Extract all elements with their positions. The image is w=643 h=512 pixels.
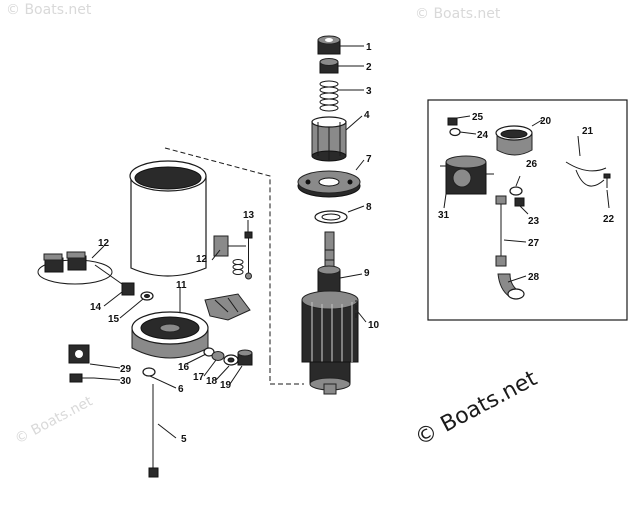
- callout-9: 9: [364, 268, 370, 279]
- callout-28: 28: [528, 272, 540, 283]
- part-frame-tube: [129, 160, 207, 277]
- callout-18: 18: [206, 376, 218, 387]
- watermark-faint-top-right: © Boats.net: [415, 6, 501, 22]
- callout-20: 20: [540, 116, 552, 127]
- part-brush-plate-11: [204, 293, 251, 321]
- part-spacer-2: [319, 58, 339, 74]
- part-screw-22: [603, 173, 611, 188]
- callout-12-spring: 12: [196, 254, 208, 265]
- part-pinion-4: [311, 116, 347, 162]
- callout-26: 26: [526, 159, 538, 170]
- part-brush-set-12: [37, 251, 123, 285]
- part-washer-6: [142, 367, 156, 377]
- callout-29: 29: [120, 364, 132, 375]
- part-nut-19: [237, 349, 253, 366]
- callout-16: 16: [178, 362, 190, 373]
- callout-25: 25: [472, 112, 484, 123]
- watermark-faint-top-left: © Boats.net: [6, 2, 92, 18]
- part-boot-28: [497, 273, 525, 300]
- part-washer-17: [211, 351, 225, 361]
- part-boot-20: [495, 125, 533, 156]
- part-washer-15: [140, 291, 154, 301]
- callout-17: 17: [193, 372, 205, 383]
- part-washer-26: [509, 186, 523, 196]
- part-armature-core-10: [301, 290, 359, 395]
- part-washer-18: [223, 354, 239, 366]
- part-nut-25: [447, 117, 458, 126]
- callout-30: 30: [120, 376, 132, 387]
- callout-21: 21: [582, 126, 594, 137]
- part-washer-16: [203, 347, 215, 357]
- assembly-dashed-lines: [164, 147, 357, 385]
- callout-5: 5: [181, 434, 187, 445]
- callout-4: 4: [364, 110, 370, 121]
- callout-27: 27: [528, 238, 540, 249]
- part-screw-30: [69, 373, 94, 383]
- part-nut-1: [317, 35, 341, 55]
- callout-6: 6: [178, 384, 184, 395]
- callout-23: 23: [528, 216, 540, 227]
- callout-19: 19: [220, 380, 232, 391]
- part-cable-27: [495, 195, 507, 267]
- part-washer-24: [449, 127, 461, 137]
- part-washer-8: [314, 210, 348, 224]
- part-drive-housing-7: [297, 170, 361, 198]
- part-screw-13: [244, 231, 253, 280]
- part-bracket-21: [565, 161, 607, 187]
- part-nut-23: [514, 197, 525, 207]
- part-through-bolt-5: [148, 384, 159, 478]
- leader-lines: [89, 45, 610, 439]
- part-bracket-29: [68, 344, 90, 364]
- part-clip-14: [121, 282, 135, 296]
- callout-13: 13: [243, 210, 255, 221]
- callout-8: 8: [366, 202, 372, 213]
- part-brush-spring-12b: [213, 235, 246, 275]
- callout-24: 24: [477, 130, 489, 141]
- watermark-faint-bottom-left: © Boats.net: [12, 393, 95, 447]
- callout-2: 2: [366, 62, 372, 73]
- callout-15: 15: [108, 314, 120, 325]
- part-spring-3: [319, 80, 339, 112]
- callout-12-brushes: 12: [98, 238, 110, 249]
- part-end-cap: [131, 311, 209, 359]
- callout-3: 3: [366, 86, 372, 97]
- callout-22: 22: [603, 214, 615, 225]
- callout-1: 1: [366, 42, 372, 53]
- watermark-main: © Boats.net: [411, 366, 542, 451]
- callout-31: 31: [438, 210, 450, 221]
- callout-labels: 1 2 3 4 5 6 7 8 9 10 11 12 12 13 14 15 1…: [90, 42, 615, 445]
- part-solenoid-31: [440, 155, 494, 195]
- part-armature-9: [317, 231, 341, 293]
- callout-7: 7: [366, 154, 372, 165]
- callout-11: 11: [176, 280, 187, 291]
- callout-10: 10: [368, 320, 380, 331]
- callout-14: 14: [90, 302, 102, 313]
